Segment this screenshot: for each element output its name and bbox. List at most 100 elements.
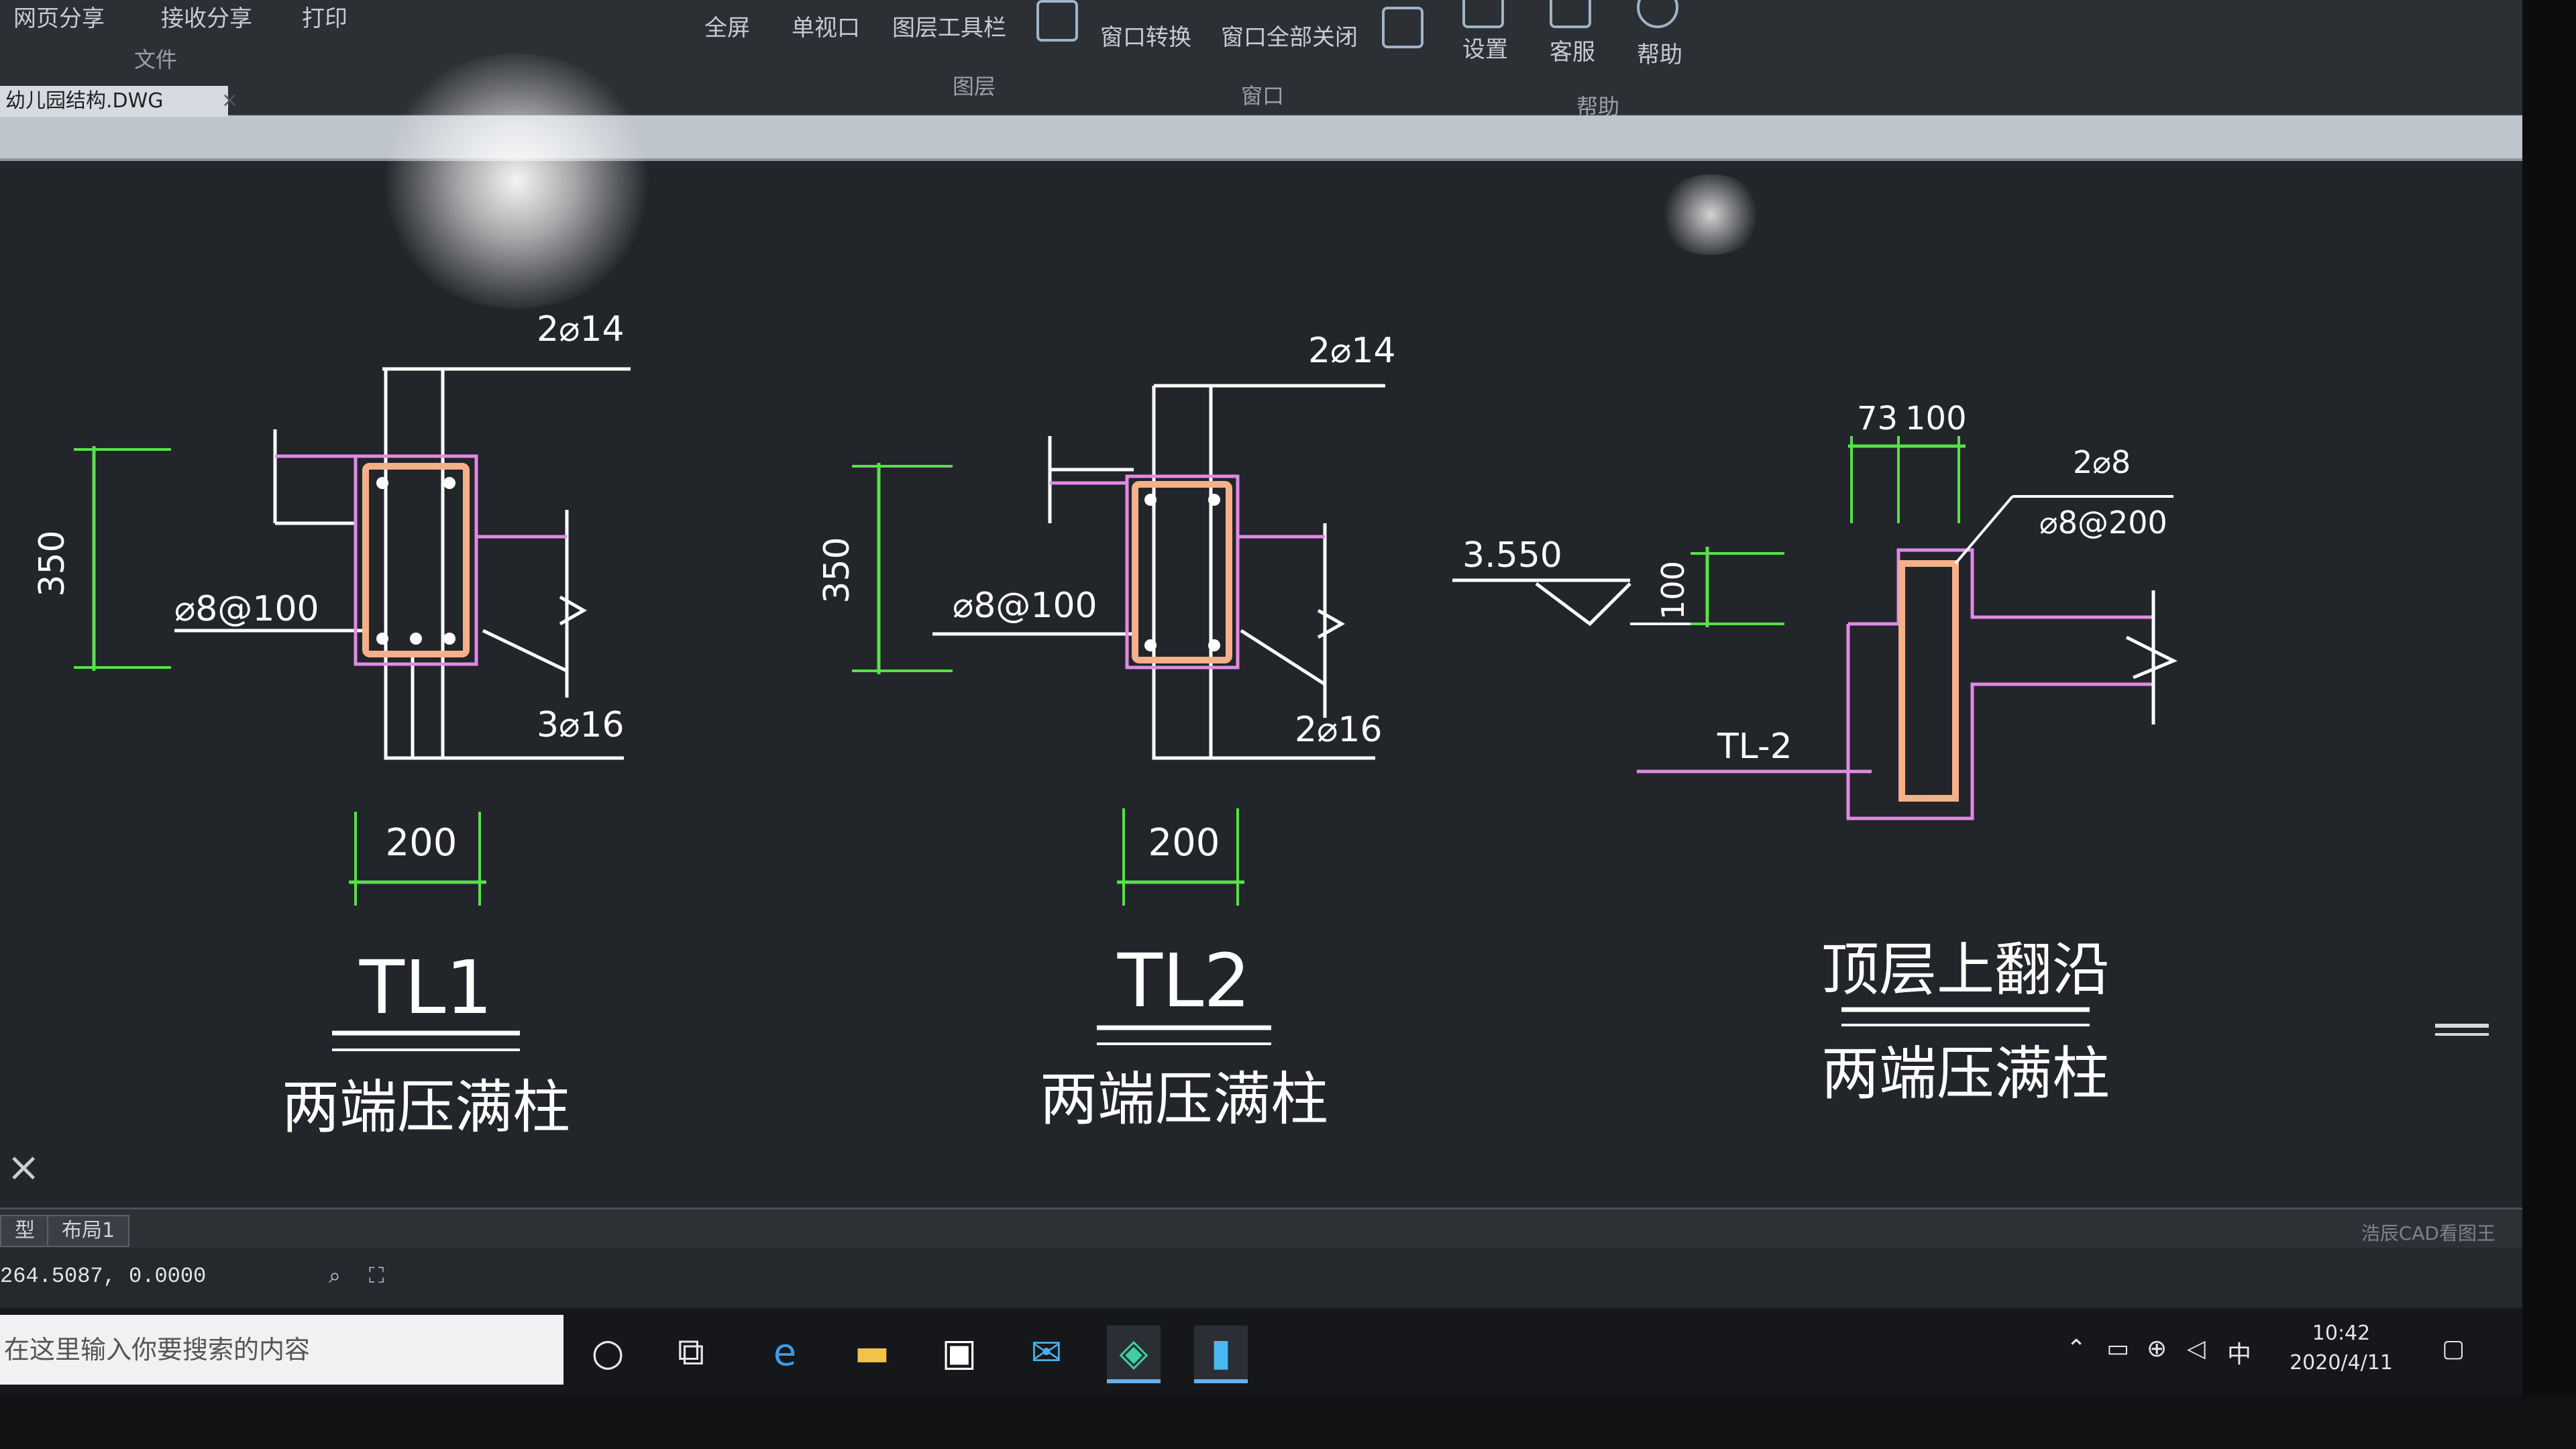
window-switch-button[interactable]: 窗口转换 — [1100, 25, 1191, 50]
group-layer-label: 图层 — [953, 74, 996, 99]
web-share-button[interactable]: 网页分享 — [13, 6, 105, 32]
ime-indicator[interactable]: 中 — [2227, 1341, 2252, 1368]
upturn-stirrup — [1898, 560, 1959, 802]
chevron-up-icon[interactable]: ⌃ — [2066, 1335, 2087, 1362]
app-icon[interactable]: ▮ — [1194, 1326, 1248, 1383]
tl1-stirrup-label: ⌀8@100 — [174, 589, 319, 629]
upturn-title: 顶层上翻沿 — [1821, 936, 2110, 1004]
upturn-stirrup-label: ⌀8@200 — [2039, 504, 2167, 541]
support-icon[interactable] — [1550, 0, 1591, 28]
settings-button[interactable]: 设置 — [1462, 37, 1508, 62]
task-view-icon[interactable]: ⧉ — [678, 1330, 704, 1374]
file-explorer-icon[interactable]: ▬ — [854, 1330, 890, 1375]
taskbar: 在这里输入你要搜索的内容 ○ ⧉ e ▬ ▣ ✉ ◈ ▮ ⌃ ▭ ⊕ ◁ 中 1… — [0, 1308, 2522, 1395]
tl1-stirrup — [362, 463, 470, 657]
layer-toolbar-button[interactable]: 图层工具栏 — [892, 15, 1006, 41]
drawing-canvas[interactable]: 2⌀14 350 ⌀8@100 3⌀16 200 TL1 两端压满柱 — [0, 161, 2522, 1208]
tl1-subtitle: 两端压满柱 — [282, 1074, 570, 1141]
tl1-break-mark — [559, 595, 588, 626]
tl1-bottom-leader — [482, 629, 568, 673]
customer-service-button[interactable]: 客服 — [1550, 40, 1595, 65]
clock-time[interactable]: 10:42 — [2312, 1322, 2371, 1345]
document-tab[interactable]: 幼儿园结构.DWG — [0, 86, 228, 117]
elevation-marker — [1535, 582, 1631, 627]
tl1-bottom-rebar-label: 3⌀16 — [537, 705, 625, 745]
cad-drawing: 2⌀14 350 ⌀8@100 3⌀16 200 TL1 两端压满柱 — [32, 309, 2178, 1141]
upturn-dim-a-label: 73 — [1857, 400, 1898, 437]
tl2-column-outline — [1152, 386, 1375, 760]
notification-icon[interactable]: ▢ — [2442, 1335, 2465, 1362]
monitor-bezel-right — [2522, 0, 2576, 1449]
document-tab-strip — [0, 115, 2522, 161]
close-icon[interactable]: × — [7, 1144, 41, 1191]
upturn-dim-b-label: 100 — [1905, 400, 1967, 437]
coordinate-readout: 264.5087, 0.0000 — [0, 1264, 207, 1289]
tl2-stirrup-label: ⌀8@100 — [953, 586, 1097, 626]
ribbon-toolbar: 网页分享 接收分享 打印 全屏 单视口 图层工具栏 窗口转换 窗口全部关闭 设置… — [0, 0, 2522, 119]
tl2-rebar-top-right — [1208, 494, 1220, 506]
upturn-rebar-leader — [1954, 495, 2014, 565]
mail-icon[interactable]: ✉ — [1030, 1330, 1063, 1375]
taskbar-search-input[interactable]: 在这里输入你要搜索的内容 — [0, 1315, 564, 1385]
tl1-rebar-bottom-2 — [410, 633, 422, 645]
upturn-rebar-label: 2⌀8 — [2073, 444, 2131, 480]
tl2-rebar-bottom-left — [1144, 639, 1157, 651]
print-button[interactable]: 打印 — [302, 6, 347, 32]
fullscreen-button[interactable]: 全屏 — [704, 15, 750, 41]
upturn-elevation-label: 3.550 — [1462, 535, 1562, 576]
edge-icon[interactable]: e — [773, 1330, 797, 1375]
scroll-marker-2 — [2435, 1033, 2489, 1036]
help-icon[interactable] — [1637, 0, 1678, 28]
upturn-outline-top — [1848, 548, 2153, 626]
tl2-top-rebar-label: 2⌀14 — [1308, 331, 1396, 371]
volume-icon[interactable]: ◁ — [2187, 1335, 2206, 1362]
system-tray: ⌃ ▭ ⊕ ◁ 中 10:42 2020/4/11 ▢ — [2066, 1322, 2482, 1382]
layout-tab-bar: 型 布局1 浩辰CAD看图王 — [0, 1208, 2522, 1250]
list-icon[interactable] — [1382, 7, 1424, 48]
fit-view-icon[interactable]: ⛶ — [369, 1263, 384, 1288]
tl1-rebar-top-left — [376, 477, 388, 489]
single-viewport-button[interactable]: 单视口 — [792, 15, 860, 41]
group-help-label: 帮助 — [1576, 94, 1620, 119]
zoom-icon[interactable]: ⌕ — [329, 1263, 341, 1288]
layers-icon[interactable] — [1036, 0, 1078, 42]
screen: 网页分享 接收分享 打印 全屏 单视口 图层工具栏 窗口转换 窗口全部关闭 设置… — [0, 0, 2522, 1395]
tl2-title: TL2 — [1117, 938, 1250, 1024]
receive-share-button[interactable]: 接收分享 — [161, 6, 252, 32]
tab-model[interactable]: 型 — [0, 1215, 50, 1247]
tl1-title: TL1 — [359, 945, 492, 1030]
tl1-section: 2⌀14 350 ⌀8@100 3⌀16 200 TL1 两端压满柱 — [32, 309, 631, 1141]
close-all-windows-button[interactable]: 窗口全部关闭 — [1221, 25, 1358, 50]
tl2-height-label: 350 — [817, 537, 857, 603]
upturn-subtitle: 两端压满柱 — [1821, 1040, 2110, 1108]
store-icon[interactable]: ▣ — [941, 1330, 977, 1375]
tl2-bottom-leader — [1240, 629, 1326, 686]
tl1-column-outline — [384, 369, 624, 760]
gear-icon[interactable] — [1462, 0, 1504, 28]
tl2-beam-outline — [1125, 474, 1240, 669]
help-button[interactable]: 帮助 — [1637, 42, 1682, 68]
tl1-rebar-top-right — [443, 477, 455, 489]
clock-date[interactable]: 2020/4/11 — [2290, 1351, 2393, 1375]
battery-icon[interactable]: ▭ — [2106, 1335, 2130, 1362]
close-icon[interactable]: × — [221, 89, 239, 112]
tl2-rebar-bottom-right — [1208, 639, 1220, 651]
tl1-rebar-bottom-1 — [376, 633, 388, 645]
cortana-icon[interactable]: ○ — [591, 1330, 625, 1375]
status-bar: 264.5087, 0.0000 ⌕ ⛶ — [0, 1248, 2522, 1308]
tl-2-label: TL-2 — [1717, 727, 1792, 767]
tl1-height-label: 350 — [32, 530, 72, 596]
upturn-outline — [1846, 624, 2153, 820]
tab-layout1[interactable]: 布局1 — [47, 1215, 130, 1247]
tl2-bottom-rebar-label: 2⌀16 — [1295, 710, 1383, 750]
app-watermark: 浩辰CAD看图王 — [2361, 1222, 2496, 1244]
tl2-rebar-top-left — [1144, 494, 1157, 506]
group-file-label: 文件 — [134, 47, 178, 72]
scroll-marker — [2435, 1024, 2489, 1028]
cad-viewer-icon[interactable]: ◈ — [1107, 1326, 1161, 1383]
tl1-width-label: 200 — [386, 821, 458, 865]
tl1-top-rebar-label: 2⌀14 — [537, 309, 625, 350]
network-icon[interactable]: ⊕ — [2147, 1335, 2167, 1362]
upturn-height-label: 100 — [1655, 561, 1691, 620]
tl2-stirrup — [1132, 481, 1232, 663]
